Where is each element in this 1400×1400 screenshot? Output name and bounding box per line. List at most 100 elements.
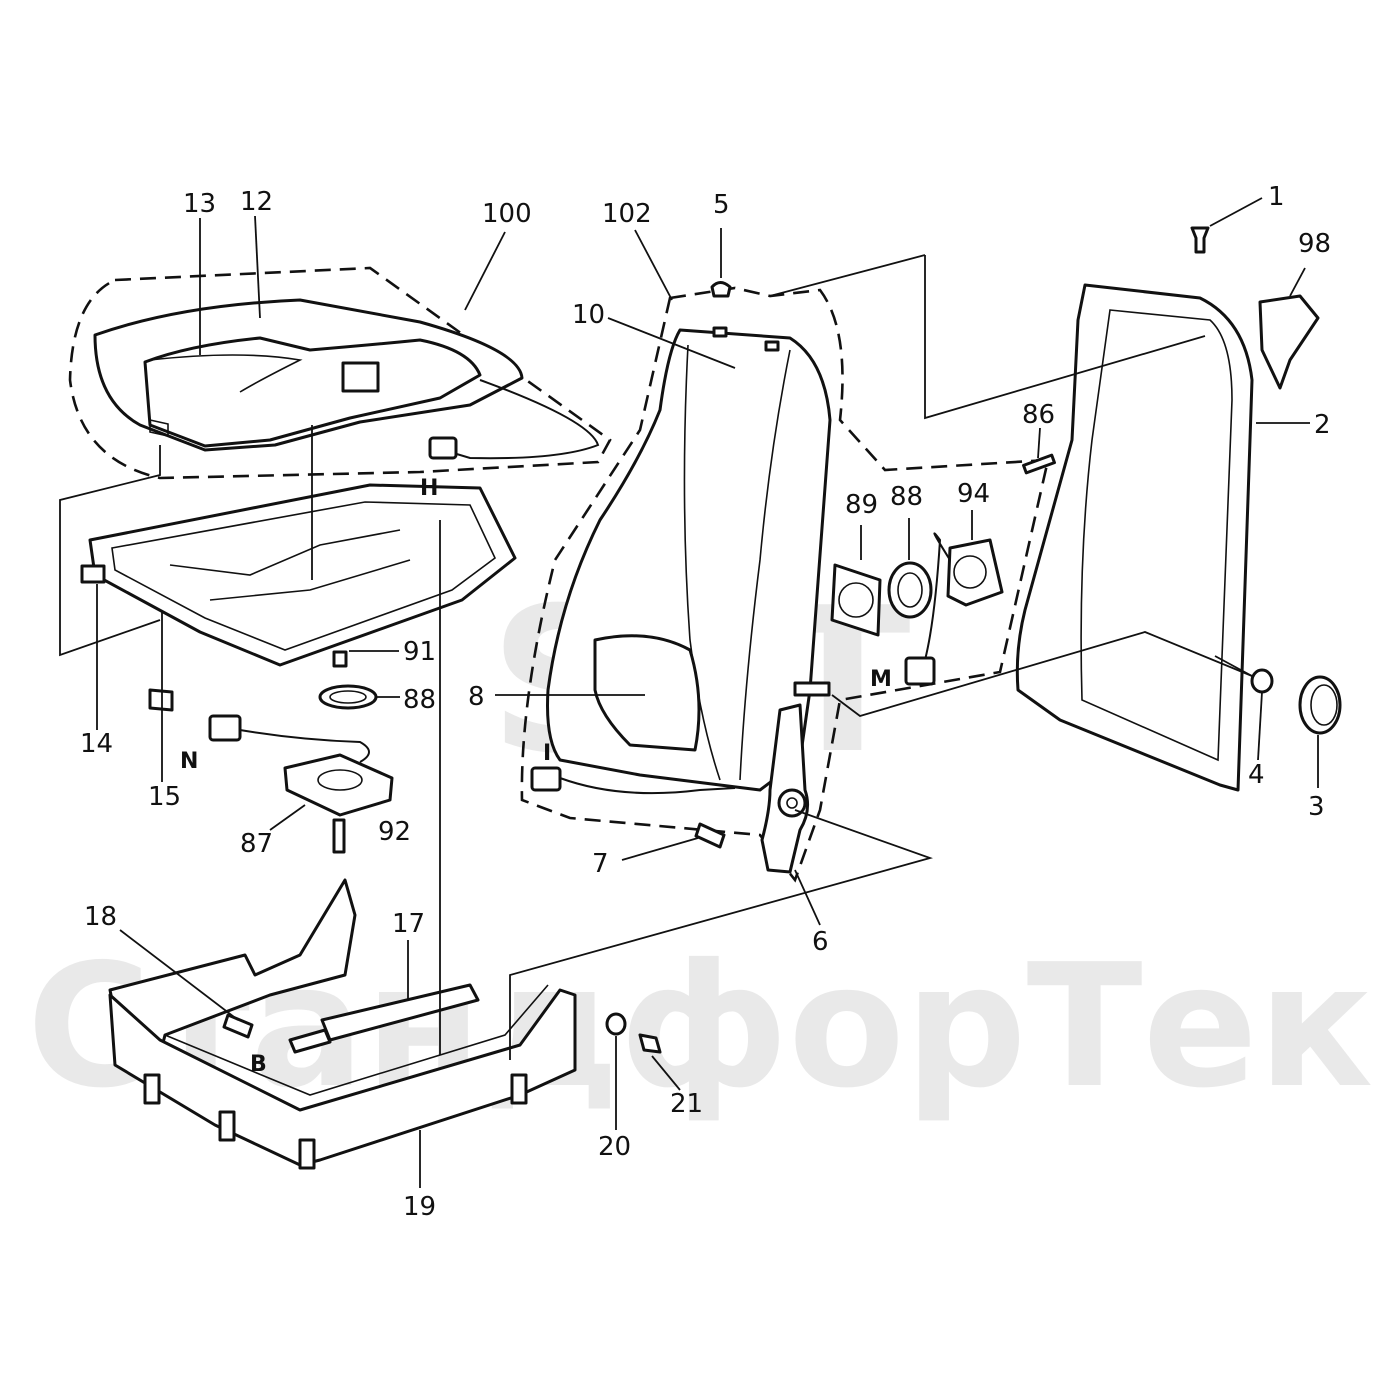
- connector-n: [208, 714, 242, 742]
- clip-5: [710, 281, 732, 298]
- callout-6: 6: [812, 927, 829, 957]
- backrest-grommet-right: [764, 340, 780, 352]
- callout-102: 102: [602, 199, 652, 229]
- back-panel-2: [1015, 283, 1254, 792]
- callout-10: 10: [572, 300, 605, 330]
- connector-labels: H N I M B: [180, 476, 892, 1077]
- connector-h: [428, 436, 458, 460]
- seat-fan-87: [283, 753, 394, 817]
- callout-1: 1: [1268, 182, 1285, 212]
- cushion-group-outline: [68, 266, 612, 480]
- callout-92: 92: [378, 817, 411, 847]
- gas-strut-rod: [288, 1028, 332, 1054]
- callout-88-back: 88: [890, 482, 923, 512]
- connector-i: [530, 766, 562, 792]
- seat-frame-inner-edge: [164, 984, 549, 1096]
- callout-3: 3: [1308, 792, 1325, 822]
- seat-pan-clip: [148, 688, 174, 712]
- cushion-seam: [149, 354, 303, 393]
- callout-15: 15: [148, 782, 181, 812]
- seat-fan-wire: [239, 729, 370, 763]
- bolt-7: [694, 822, 726, 849]
- callout-94: 94: [957, 479, 990, 509]
- seat-fan-rotor: [317, 769, 363, 791]
- screw-1: [1190, 226, 1210, 254]
- callout-98: 98: [1298, 229, 1331, 259]
- backrest-wire: [559, 777, 736, 795]
- callout-2: 2: [1314, 410, 1331, 440]
- connector-letter-h: H: [420, 476, 438, 501]
- callout-5: 5: [713, 190, 730, 220]
- seat-pan-rib-1: [169, 529, 401, 576]
- recliner-pivot: [777, 788, 807, 818]
- recliner-bracket-6: [760, 703, 810, 874]
- seat-pan-rib-2: [209, 559, 411, 601]
- callout-12: 12: [240, 187, 273, 217]
- bolt-21: [638, 1033, 662, 1054]
- backrest-fan-94: [946, 538, 1004, 607]
- callout-4: 4: [1248, 760, 1265, 790]
- connector-m: [904, 656, 936, 686]
- callout-100: 100: [482, 199, 532, 229]
- seat-frame-foot-2: [218, 1110, 236, 1142]
- callout-87: 87: [240, 829, 273, 859]
- callout-91: 91: [403, 637, 436, 667]
- knob-3-face: [1310, 684, 1338, 726]
- backrest-fan-ring-88-inner: [897, 572, 923, 608]
- callout-labels: 1 2 3 4 5 6 7 8 10 12 13 14 15 17 18 19 …: [80, 182, 1331, 1222]
- backrest-fan-94-rotor: [953, 555, 987, 589]
- backrest-fan-ring-88: [887, 561, 933, 619]
- callout-8: 8: [468, 682, 485, 712]
- callout-19: 19: [403, 1192, 436, 1222]
- callout-7: 7: [592, 849, 609, 879]
- washer-4: [1250, 668, 1274, 694]
- callout-89: 89: [845, 490, 878, 520]
- seat-pan-hook: [80, 564, 106, 584]
- backrest-group-outline: [520, 286, 1050, 883]
- clip-98: [1258, 294, 1320, 390]
- connector-letter-n: N: [180, 749, 198, 774]
- callout-18: 18: [84, 902, 117, 932]
- connector-letter-i: I: [543, 741, 551, 766]
- connector-letter-m: M: [870, 667, 892, 692]
- seat-frame-foot-1: [143, 1073, 161, 1105]
- connector-letter-b: B: [250, 1052, 267, 1077]
- callout-20: 20: [598, 1132, 631, 1162]
- pin-18: [222, 1013, 254, 1039]
- backrest-fan-wire: [924, 532, 951, 661]
- seat-pan: [80, 483, 517, 667]
- callout-21: 21: [670, 1089, 703, 1119]
- fan-grille-89-pattern: [838, 582, 874, 618]
- backrest-grommet-left: [712, 326, 728, 338]
- seat-frame-foot-4: [510, 1073, 528, 1105]
- cushion-side-clip: [149, 419, 169, 437]
- fan-screw-92: [332, 818, 346, 854]
- knob-3: [1298, 675, 1342, 735]
- seat-frame-19: [108, 878, 577, 1170]
- backrest: [546, 326, 832, 792]
- cushion-cover: [143, 336, 482, 448]
- washer-20: [605, 1012, 627, 1036]
- seat-cushion: [93, 298, 524, 452]
- leader-lines: [59, 197, 1319, 1188]
- cushion-bracket: [341, 361, 380, 393]
- fan-grille-89: [830, 563, 882, 637]
- stud-86: [1022, 453, 1056, 475]
- seat-pan-shell: [88, 483, 517, 667]
- backrest-contour-right: [739, 349, 791, 781]
- seat-frame-foot-3: [298, 1138, 316, 1170]
- fan-nut-91: [332, 650, 348, 668]
- callout-14: 14: [80, 729, 113, 759]
- callout-17: 17: [392, 909, 425, 939]
- stud-bolt: [793, 681, 831, 697]
- back-panel-2-inner: [1080, 309, 1233, 762]
- lumbar-pad-8: [593, 634, 701, 752]
- seat-fan-ring-88: [318, 684, 378, 710]
- callout-13: 13: [183, 189, 216, 219]
- seat-fan-ring-88-inner: [329, 690, 367, 704]
- seat-pan-inner: [111, 501, 497, 651]
- callout-86: 86: [1022, 400, 1055, 430]
- cushion-wire: [449, 379, 600, 460]
- recliner-pivot-hole: [786, 797, 798, 809]
